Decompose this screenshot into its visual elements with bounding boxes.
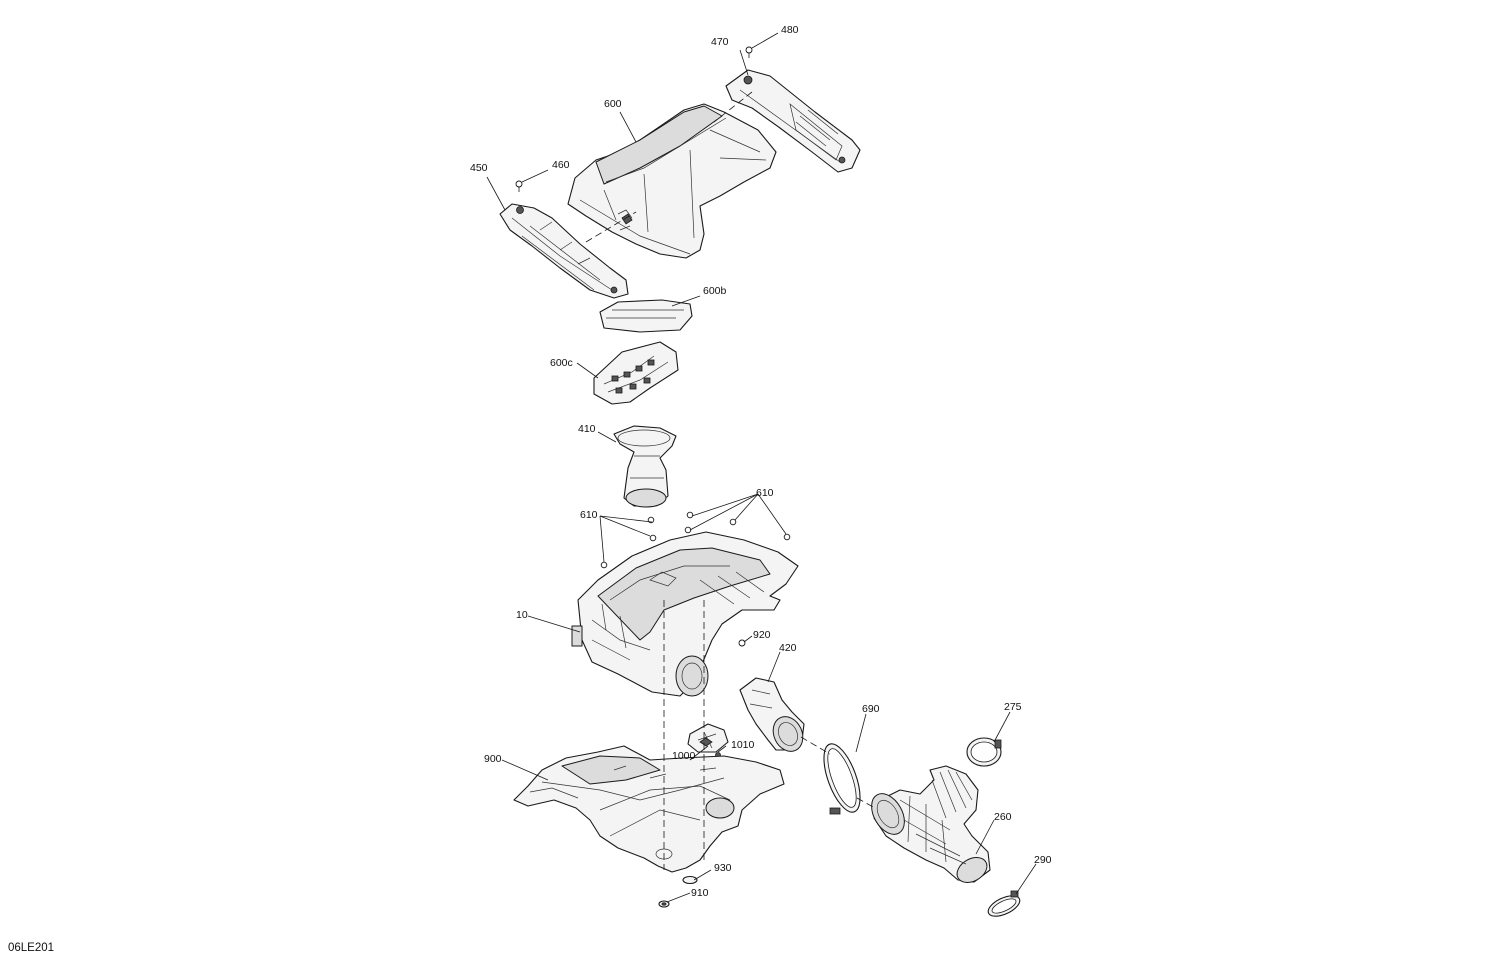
part-600b-filter-element [599, 299, 693, 333]
part-420-intake-elbow [739, 677, 805, 752]
callout-450: 450 [470, 162, 488, 174]
callout-410: 410 [578, 423, 596, 435]
callout-1000: 1000 [672, 750, 696, 762]
part-10-lower-airbox [571, 531, 799, 697]
callout-labels: 470 480 600 450 460 600b 600c 410 610 61… [470, 24, 1052, 899]
callout-10: 10 [516, 609, 528, 621]
assembly-lines [585, 91, 876, 870]
callout-600: 600 [604, 98, 622, 110]
callout-600b: 600b [703, 285, 727, 297]
callout-920: 920 [753, 629, 771, 641]
callout-470: 470 [711, 36, 729, 48]
callout-480: 480 [781, 24, 799, 36]
part-260-intake-hose [871, 765, 991, 883]
callout-930: 930 [714, 862, 732, 874]
callout-610-left: 610 [580, 509, 598, 521]
callout-1010: 1010 [731, 739, 755, 751]
part-600c-filter-frame [593, 341, 679, 405]
callout-290: 290 [1034, 854, 1052, 866]
part-600-upper-airbox [567, 103, 777, 259]
callout-600c: 600c [550, 357, 573, 369]
callout-610-right: 610 [756, 487, 774, 499]
drawing-code: 06LE201 [8, 942, 54, 954]
part-930-washer [682, 875, 698, 885]
leader-lines [486, 32, 1037, 903]
part-275-clamp [966, 737, 1002, 767]
part-480-right-filter-cover [725, 69, 861, 173]
part-470-screw [745, 46, 753, 58]
part-290-clamp [987, 890, 1021, 917]
part-460-screw [515, 180, 523, 192]
part-690-clamp [823, 743, 861, 815]
part-450-left-filter-cover [499, 203, 629, 299]
callout-420: 420 [779, 642, 797, 654]
callout-260: 260 [994, 811, 1012, 823]
callout-900: 900 [484, 753, 502, 765]
part-900-lower-panel [513, 745, 785, 873]
callout-690: 690 [862, 703, 880, 715]
part-410-intake-funnel [613, 425, 677, 508]
callout-910: 910 [691, 887, 709, 899]
part-1000-cover-plate [687, 723, 729, 753]
part-910-washer [658, 900, 670, 908]
callout-460: 460 [552, 159, 570, 171]
callout-275: 275 [1004, 701, 1022, 713]
part-920-fastener [738, 639, 746, 647]
